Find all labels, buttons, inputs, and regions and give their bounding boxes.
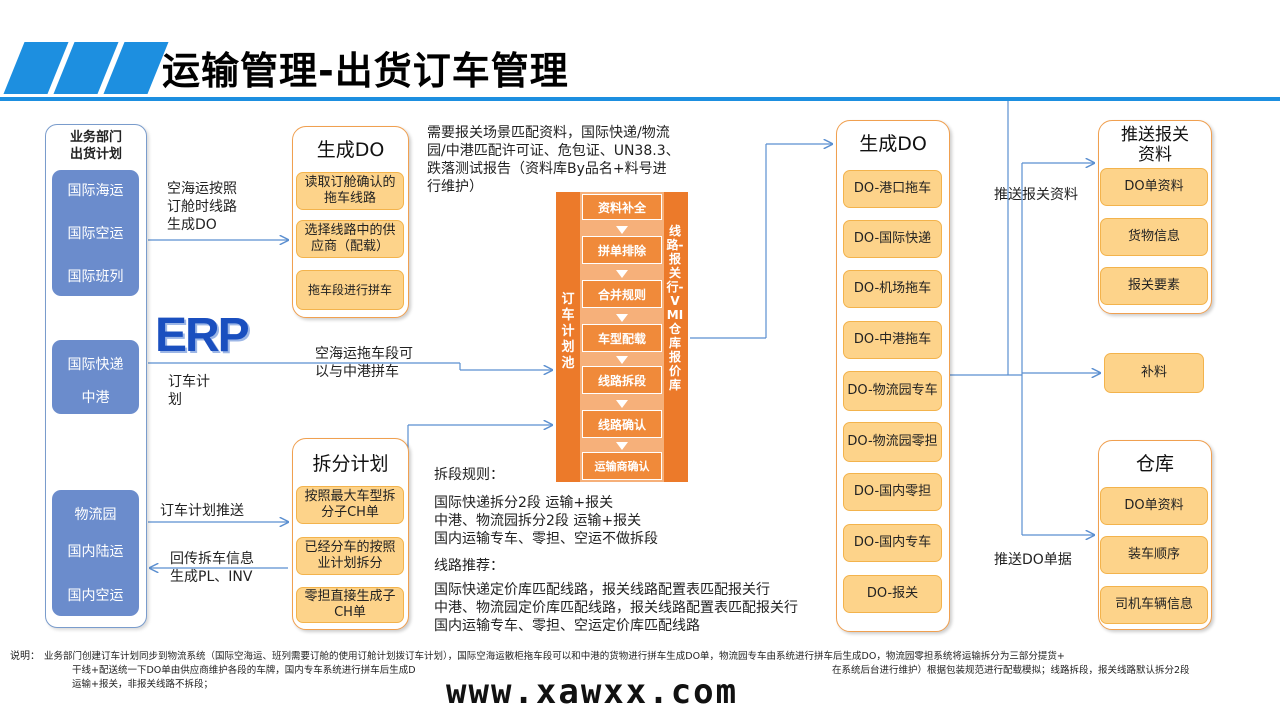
dept-item-domestic-air: 国内空运 <box>67 588 124 604</box>
down-arrow-icon <box>616 442 628 450</box>
split-plan-item-1[interactable]: 按照最大车型拆分子CH单 <box>296 486 404 524</box>
plan-push-note: 订车计划推送 <box>160 503 244 519</box>
pool-step-2[interactable]: 拼单排除 <box>582 236 662 264</box>
sea-air-truck-note: 空海运拖车段可 以与中港拼车 <box>315 346 413 380</box>
footer-label: 说明： <box>10 651 40 662</box>
split-rules: 拆段规则： 国际快递拆分2段 运输+报关 中港、物流园拆分2段 运输+报关 国内… <box>434 467 658 547</box>
do-panel-title: 生成DO <box>859 133 927 155</box>
push-customs-note: 推送报关资料 <box>994 187 1078 203</box>
do-item-airport-truck[interactable]: DO-机场拖车 <box>843 270 942 308</box>
pool-step-arrows <box>616 226 628 450</box>
do-item-hk-truck[interactable]: DO-中港拖车 <box>843 321 942 359</box>
footer-line-2a: 干线+配送统一下DO单由供应商维护各段的车牌，国内专车系统进行拼车后生成D <box>72 665 416 676</box>
dept-item-park: 物流园 <box>74 507 117 523</box>
split-plan-item-3[interactable]: 零担直接生成子CH单 <box>296 587 404 623</box>
generate-do-item-2[interactable]: 选择线路中的供应商（配载） <box>296 220 404 258</box>
footer-line-3: 运输+报关，非报关线路不拆段； <box>72 679 213 690</box>
pool-side-label: 线路-报关行-VMI仓库报价库 <box>666 224 684 392</box>
do-item-park-dedicated[interactable]: DO-物流园专车 <box>843 371 942 411</box>
do-item-park-ltl[interactable]: DO-物流园零担 <box>843 422 942 462</box>
warehouse-item-do[interactable]: DO单资料 <box>1100 487 1208 525</box>
customs-data-title: 推送报关 资料 <box>1121 125 1189 165</box>
split-plan-title: 拆分计划 <box>312 453 389 475</box>
dept-group-express[interactable]: 国际快递 中港 <box>52 340 139 414</box>
down-arrow-icon <box>616 314 628 322</box>
dept-item-express: 国际快递 <box>67 357 124 373</box>
warehouse-item-loading[interactable]: 装车顺序 <box>1100 536 1208 574</box>
dept-item-sea: 国际海运 <box>67 183 124 199</box>
booking-pool-label: 订车计划池 <box>561 292 575 371</box>
do-item-port-truck[interactable]: DO-港口拖车 <box>843 170 942 208</box>
supplement-box[interactable]: 补料 <box>1104 353 1204 393</box>
watermark: www.xawxx.com <box>446 672 739 712</box>
footer-line-1: 业务部门创建订车计划同步到物流系统（国际空海运、班列需要订舱的使用订舱计划拨订车… <box>44 651 1065 662</box>
customs-item-elements[interactable]: 报关要素 <box>1100 267 1208 305</box>
erp-logo: ERP <box>155 309 250 362</box>
customs-item-goods[interactable]: 货物信息 <box>1100 218 1208 256</box>
dept-item-air: 国际空运 <box>67 226 124 242</box>
dept-item-rail: 国际班列 <box>67 269 124 285</box>
business-dept-title: 业务部门 出货计划 <box>69 130 122 162</box>
page-title: 运输管理-出货订车管理 <box>162 49 569 93</box>
pool-step-6[interactable]: 线路确认 <box>582 410 662 438</box>
warehouse-item-driver[interactable]: 司机车辆信息 <box>1100 586 1208 624</box>
return-info-note: 回传拆车信息 生成PL、INV <box>170 551 254 585</box>
generate-do-title: 生成DO <box>316 139 385 161</box>
split-plan-item-2[interactable]: 已经分车的按照业计划拆分 <box>296 537 404 575</box>
down-arrow-icon <box>616 226 628 234</box>
dept-item-land: 国内陆运 <box>67 544 124 560</box>
booking-plan-note: 订车计 划 <box>168 374 210 408</box>
header-divider <box>0 97 1280 101</box>
down-arrow-icon <box>616 400 628 408</box>
warehouse-title: 仓库 <box>1135 453 1174 475</box>
dept-group-international[interactable]: 国际海运 国际空运 国际班列 <box>52 170 139 296</box>
customs-item-do[interactable]: DO单资料 <box>1100 168 1208 206</box>
pool-step-1[interactable]: 资料补全 <box>582 194 662 220</box>
generate-do-item-1[interactable]: 读取订舱确认的拖车线路 <box>296 172 404 210</box>
pool-step-3[interactable]: 合并规则 <box>582 280 662 308</box>
top-note: 需要报关场景匹配资料，国际快递/物流 园/中港匹配许可证、危包证、UN38.3、… <box>427 125 680 195</box>
do-item-domestic-ltl[interactable]: DO-国内零担 <box>843 473 942 511</box>
do-item-intl-express[interactable]: DO-国际快递 <box>843 220 942 258</box>
push-do-note: 推送DO单据 <box>994 552 1072 568</box>
pool-step-7[interactable]: 运输商确认 <box>582 452 662 480</box>
sea-air-note: 空海运按照 订舱时线路 生成DO <box>167 181 237 233</box>
pool-step-4[interactable]: 车型配载 <box>582 324 662 352</box>
pool-step-5[interactable]: 线路拆段 <box>582 366 662 394</box>
generate-do-item-3[interactable]: 拖车段进行拼车 <box>296 270 404 310</box>
do-item-customs[interactable]: DO-报关 <box>843 575 942 613</box>
down-arrow-icon <box>616 356 628 364</box>
do-item-domestic-dedicated[interactable]: DO-国内专车 <box>843 524 942 562</box>
dept-group-domestic[interactable]: 物流园 国内陆运 国内空运 <box>52 490 139 616</box>
footer-line-2b: 在系统后台进行维护）根据包装规范进行配载模拟；线路拆段，报关线路默认拆分2段 <box>832 665 1190 676</box>
dept-item-hk: 中港 <box>81 390 110 406</box>
down-arrow-icon <box>616 270 628 278</box>
route-rules: 线路推荐： 国际快递定价库匹配线路，报关线路配置表匹配报关行 中港、物流园定价库… <box>434 558 798 634</box>
